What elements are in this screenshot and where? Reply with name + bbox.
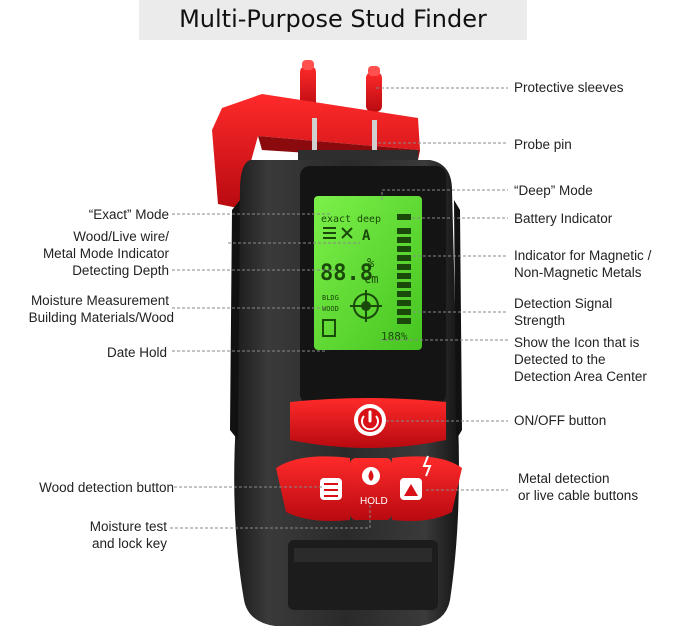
label-signal-strength-line-2: Strength — [514, 313, 566, 328]
label-detecting-depth: Detecting Depth — [72, 263, 169, 278]
label-center-icon-line-3: Detection Area Center — [514, 369, 647, 384]
label-mode-indicator-line-1: Wood/Live wire/ — [73, 229, 169, 244]
label-moisture-line-1: Moisture Measurement — [30, 293, 169, 308]
lcd-exact: exact — [321, 214, 351, 225]
lcd-bldg: BLDG — [322, 294, 339, 302]
label-magnetic-indicator-line-1: Indicator for Magnetic / — [514, 248, 652, 263]
label-signal-strength-line-1: Detection Signal — [514, 296, 613, 311]
lcd-unit-bottom: cm — [364, 272, 378, 286]
label-deep-mode: “Deep” Mode — [514, 183, 593, 198]
label-probe-pin: Probe pin — [514, 137, 572, 152]
label-mode-indicator-line-2: Metal Mode Indicator — [42, 246, 169, 261]
lcd-battery-icon — [397, 214, 411, 220]
label-wood-button: Wood detection button — [39, 480, 174, 495]
metal-live-button[interactable] — [400, 455, 432, 500]
moisture-hold-button[interactable]: HOLD — [360, 467, 388, 507]
protective-sleeves — [300, 60, 382, 112]
hold-button-pad — [350, 458, 392, 520]
wood-detection-button[interactable] — [320, 478, 342, 500]
wood-button-pad — [276, 456, 350, 521]
lcd-signal-bars — [397, 228, 411, 324]
label-on-off: ON/OFF button — [514, 413, 607, 428]
label-protective-sleeves: Protective sleeves — [514, 80, 624, 95]
label-center-icon-line-1: Show the Icon that is — [514, 335, 640, 350]
lcd-hold-icon — [322, 319, 336, 337]
label-magnetic-indicator-line-2: Non-Magnetic Metals — [514, 265, 642, 280]
lcd-reading: 88.8 — [320, 261, 373, 286]
on-off-button[interactable] — [354, 404, 386, 436]
label-exact-mode: “Exact” Mode — [88, 207, 169, 222]
title-bar: Multi-Purpose Stud Finder — [139, 0, 527, 40]
label-metal-live-line-1: Metal detection — [518, 471, 610, 486]
label-date-hold: Date Hold — [106, 345, 167, 360]
lcd-deep: deep — [357, 214, 381, 225]
label-moisture-line-2: Building Materials/Wood — [28, 310, 174, 325]
label-moisture-key-line-2: and lock key — [91, 536, 167, 551]
page-title: Multi-Purpose Stud Finder — [179, 5, 487, 33]
lcd-mode-letter: A — [362, 228, 371, 244]
label-battery-indicator: Battery Indicator — [514, 211, 613, 226]
lcd-unit-top: % — [367, 256, 375, 270]
label-moisture-key-line-1: Moisture test — [89, 519, 167, 534]
hold-label: HOLD — [360, 496, 388, 507]
lcd-signal-percent: 188% — [381, 330, 408, 343]
metal-button-pad — [392, 456, 462, 521]
leader-lines — [170, 87, 508, 529]
lcd-display — [314, 196, 422, 350]
lcd-wood: WOOD — [322, 305, 339, 313]
label-metal-live-line-2: or live cable buttons — [518, 488, 639, 503]
label-center-icon-line-2: Detected to the — [514, 352, 606, 367]
lcd-target-icon — [350, 290, 382, 322]
